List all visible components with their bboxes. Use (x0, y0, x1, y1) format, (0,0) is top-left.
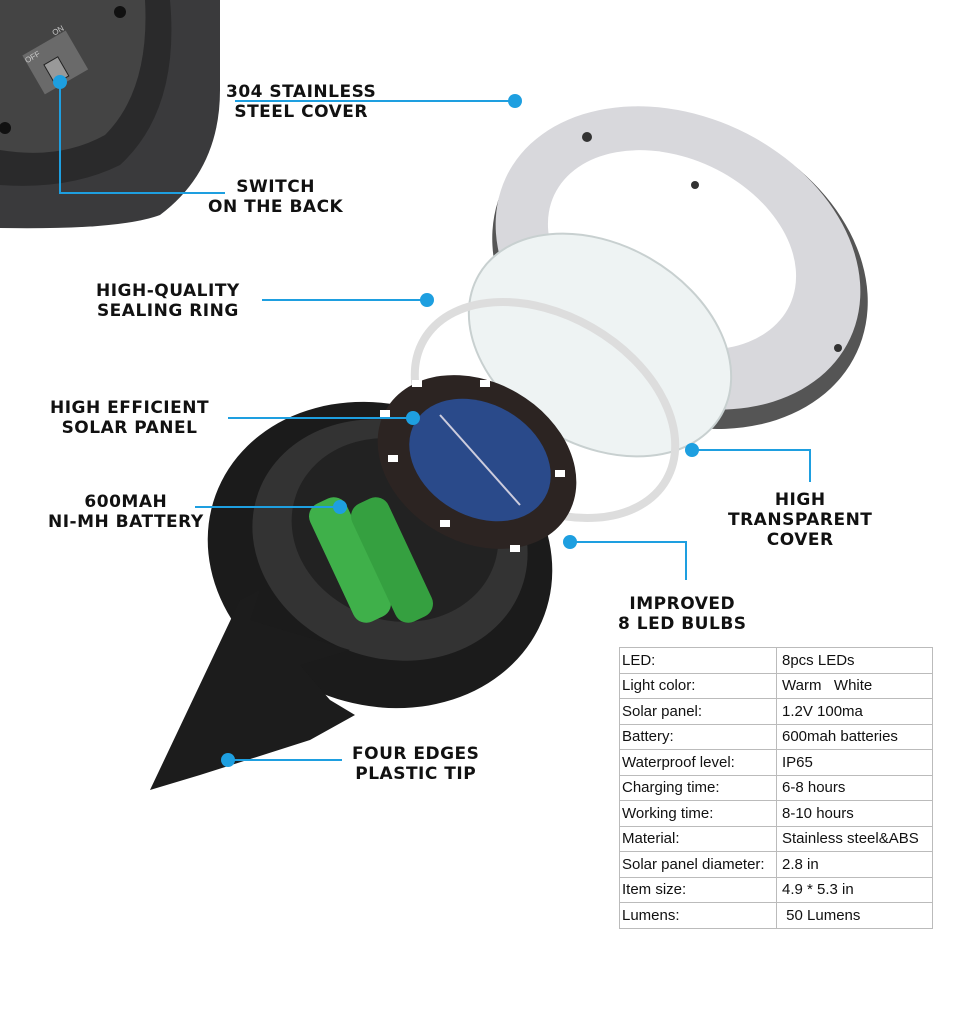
callout-lines (59, 82, 811, 761)
spec-row: Charging time:6-8 hours (619, 774, 933, 801)
spec-label: LED: (619, 647, 777, 674)
spec-value: 8pcs LEDs (776, 647, 933, 674)
spec-value: 8-10 hours (776, 800, 933, 827)
spec-row: Item size:4.9 * 5.3 in (619, 876, 933, 903)
spec-row: Working time:8-10 hours (619, 800, 933, 827)
spec-label: Lumens: (619, 902, 777, 929)
spec-value: 4.9 * 5.3 in (776, 876, 933, 903)
spec-row: Solar panel:1.2V 100ma (619, 698, 933, 725)
spec-row: Solar panel diameter:2.8 in (619, 851, 933, 878)
callout-dots (53, 75, 699, 767)
spec-value: 1.2V 100ma (776, 698, 933, 725)
spec-value: IP65 (776, 749, 933, 776)
spec-label: Light color: (619, 672, 777, 699)
spec-value: 2.8 in (776, 851, 933, 878)
spec-value: Stainless steel&ABS (776, 825, 933, 852)
spec-label: Item size: (619, 876, 777, 903)
spec-label: Material: (619, 825, 777, 852)
solar-panel (377, 375, 577, 552)
spec-value: 6-8 hours (776, 774, 933, 801)
switch-inset: OFF ON (0, 0, 220, 229)
spec-value: 50 Lumens (776, 902, 933, 929)
spec-row: Lumens: 50 Lumens (619, 902, 933, 929)
spec-row: Waterproof level:IP65 (619, 749, 933, 776)
spec-label: Charging time: (619, 774, 777, 801)
plastic-tip (150, 590, 355, 790)
spec-value: Warm White (776, 672, 933, 699)
spec-value: 600mah batteries (776, 723, 933, 750)
spec-label: Battery: (619, 723, 777, 750)
spec-label: Working time: (619, 800, 777, 827)
spec-label: Solar panel diameter: (619, 851, 777, 878)
spec-label: Waterproof level: (619, 749, 777, 776)
spec-row: Battery:600mah batteries (619, 723, 933, 750)
spec-row: LED:8pcs LEDs (619, 647, 933, 674)
battery (309, 497, 433, 623)
spec-label: Solar panel: (619, 698, 777, 725)
spec-row: Light color:Warm White (619, 672, 933, 699)
spec-row: Material:Stainless steel&ABS (619, 825, 933, 852)
